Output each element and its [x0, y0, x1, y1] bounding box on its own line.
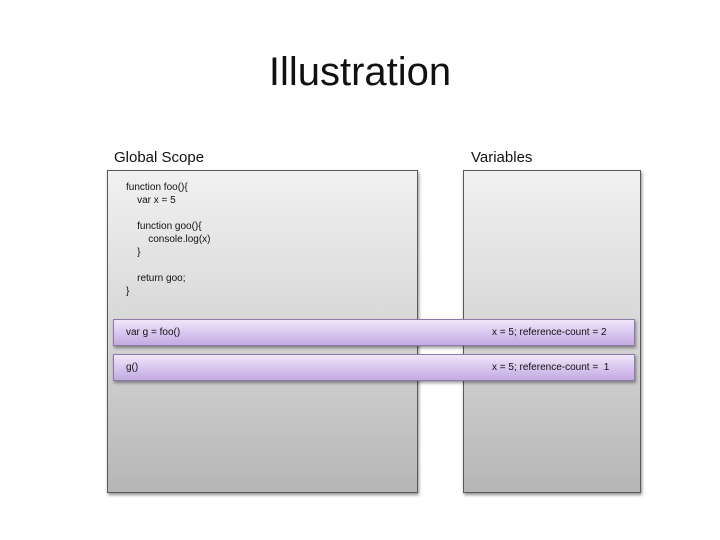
row-variable-text: x = 5; reference-count = 1 — [492, 362, 610, 373]
row-code-text: g() — [126, 362, 139, 373]
global-scope-label: Global Scope — [114, 149, 205, 166]
code-line: function foo(){ — [126, 182, 188, 193]
slide-title: Illustration — [268, 50, 452, 94]
row-variable-text: x = 5; reference-count = 2 — [492, 327, 607, 338]
code-line: } — [126, 247, 141, 258]
code-line: function goo(){ — [126, 221, 202, 232]
code-block: function foo(){ var x = 5 function goo()… — [126, 181, 210, 298]
row-code-text: var g = foo() — [126, 327, 181, 338]
execution-row-call-foo: var g = foo() x = 5; reference-count = 2 — [113, 319, 635, 346]
code-line: console.log(x) — [126, 234, 211, 245]
code-line: return goo; — [126, 273, 186, 284]
code-line — [126, 207, 210, 220]
code-line: } — [126, 286, 130, 297]
variables-label: Variables — [471, 149, 533, 166]
code-line — [126, 259, 210, 272]
code-line: var x = 5 — [126, 195, 176, 206]
execution-row-call-g: g() x = 5; reference-count = 1 — [113, 354, 635, 381]
